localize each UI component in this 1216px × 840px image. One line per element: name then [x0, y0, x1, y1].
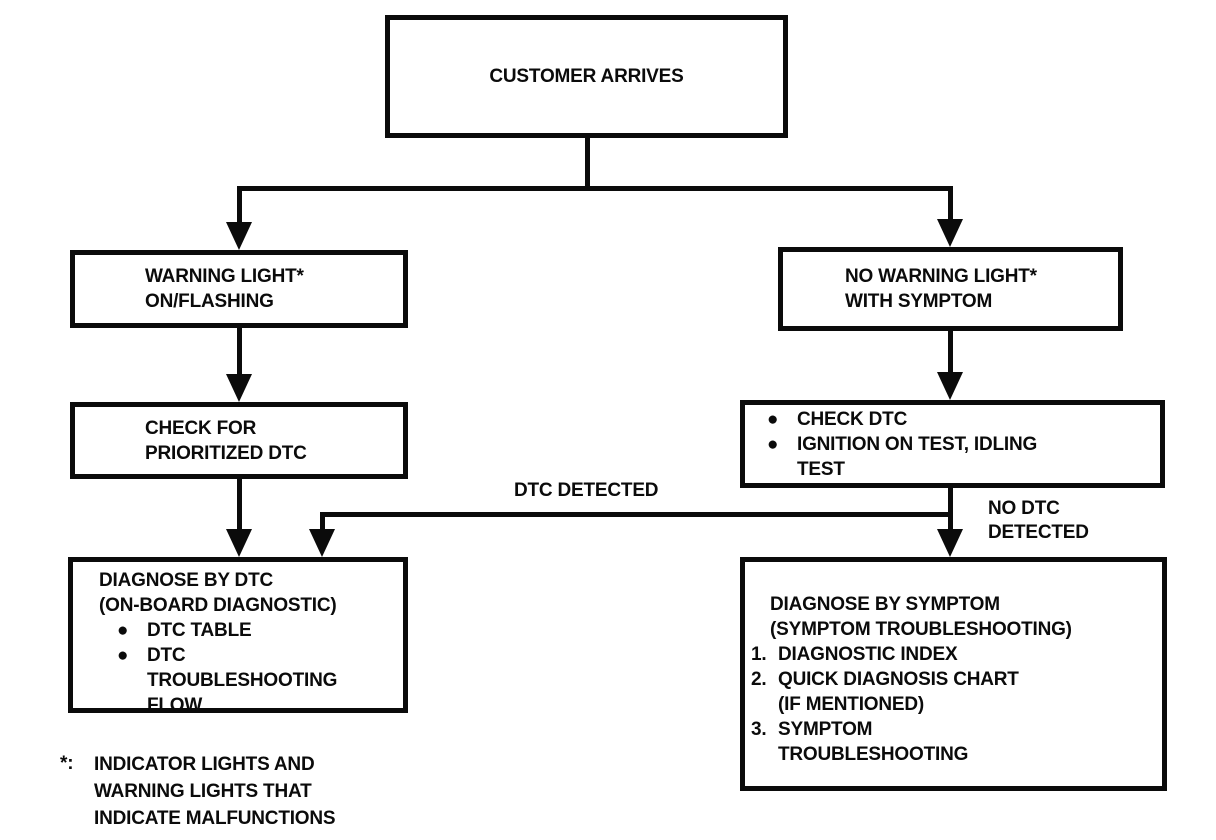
node-diagnose-dtc-title: DIAGNOSE BY DTC — [99, 570, 274, 591]
arrowhead-dtc-detected-branch-icon — [309, 529, 335, 557]
node-diagnose-symptom-title: (SYMPTOM TROUBLESHOOTING) — [770, 619, 1072, 640]
connector-left-drop — [237, 186, 242, 226]
connector-check-to-diagnose-dtc — [237, 479, 242, 531]
numbered-text-line: QUICK DIAGNOSIS CHART — [778, 669, 1019, 690]
numbered-item-diagnostic-index: 1. DIAGNOSTIC INDEX — [751, 642, 1162, 667]
item-number: 1. — [751, 644, 767, 665]
node-check-prioritized-dtc: CHECK FOR PRIORITIZED DTC — [70, 402, 408, 479]
arrowhead-into-check-dtc-icon — [937, 372, 963, 400]
arrowhead-into-warning-light-icon — [226, 222, 252, 250]
footnote: *: INDICATOR LIGHTS AND WARNING LIGHTS T… — [60, 751, 336, 832]
item-number: 2. — [751, 669, 767, 690]
connector-top-vertical — [585, 137, 590, 190]
numbered-text-line: (IF MENTIONED) — [778, 694, 925, 715]
node-no-warning-light: NO WARNING LIGHT* WITH SYMPTOM — [778, 247, 1123, 331]
node-customer-arrives: CUSTOMER ARRIVES — [385, 15, 788, 138]
arrowhead-into-check-prioritized-icon — [226, 374, 252, 402]
node-diagnose-dtc-title: (ON-BOARD DIAGNOSTIC) — [99, 595, 337, 616]
connector-checkdtc-to-symptom — [948, 488, 953, 530]
numbered-text-line: SYMPTOM — [778, 719, 873, 740]
node-check-dtc: ● CHECK DTC ● IGNITION ON TEST, IDLING T… — [740, 400, 1165, 488]
bullet-item-check-dtc: ● CHECK DTC — [767, 407, 1160, 432]
node-diagnose-by-symptom: DIAGNOSE BY SYMPTOM (SYMPTOM TROUBLESHOO… — [740, 557, 1167, 791]
bullet-text-line: DTC TABLE — [147, 620, 252, 641]
bullet-text-line: CHECK DTC — [797, 408, 908, 430]
numbered-text-line: TROUBLESHOOTING — [778, 744, 969, 765]
connector-warning-to-check — [237, 328, 242, 376]
bullet-text-line: TEST — [797, 458, 845, 480]
bullet-text-line: IGNITION ON TEST, IDLING — [797, 433, 1038, 455]
edge-label-no-dtc-line: NO DTC — [988, 498, 1060, 519]
node-diagnose-symptom-title: DIAGNOSE BY SYMPTOM — [770, 594, 1000, 615]
bullet-text-line: FLOW — [147, 695, 203, 716]
connector-dtc-detected-horizontal — [320, 512, 953, 517]
footnote-line: INDICATOR LIGHTS AND — [94, 754, 315, 775]
node-diagnose-by-dtc: DIAGNOSE BY DTC (ON-BOARD DIAGNOSTIC) ● … — [68, 557, 408, 716]
node-no-warning-line: NO WARNING LIGHT* — [845, 266, 1037, 287]
arrowhead-into-diagnose-dtc-icon — [226, 529, 252, 557]
bullet-icon: ● — [117, 620, 129, 641]
connector-right-drop — [948, 186, 953, 222]
bullet-text-line: DTC — [147, 645, 186, 666]
footnote-line: WARNING LIGHTS THAT — [94, 781, 312, 802]
item-number: 3. — [751, 719, 767, 740]
bullet-item-ignition-test: ● IGNITION ON TEST, IDLING TEST — [767, 432, 1160, 482]
connector-dtc-detected-drop — [320, 512, 325, 534]
numbered-item-quick-diagnosis: 2. QUICK DIAGNOSIS CHART (IF MENTIONED) — [751, 667, 1162, 717]
edge-label-no-dtc-line: DETECTED — [988, 522, 1089, 543]
arrowhead-into-diagnose-symptom-icon — [937, 529, 963, 557]
connector-main-horizontal — [237, 186, 953, 191]
bullet-icon: ● — [767, 408, 779, 430]
node-check-prioritized-line: CHECK FOR — [145, 417, 257, 439]
edge-label-no-dtc-detected: NO DTC DETECTED — [988, 497, 1089, 545]
bullet-item-dtc-table: ● DTC TABLE — [99, 618, 403, 643]
arrowhead-into-no-warning-light-icon — [937, 219, 963, 247]
node-warning-light: WARNING LIGHT* ON/FLASHING — [70, 250, 408, 328]
bullet-item-dtc-troubleshooting: ● DTC TROUBLESHOOTING FLOW — [99, 643, 403, 718]
bullet-text-line: TROUBLESHOOTING — [147, 670, 338, 691]
numbered-text-line: DIAGNOSTIC INDEX — [778, 644, 958, 665]
bullet-icon: ● — [767, 433, 779, 455]
node-warning-light-line: WARNING LIGHT* — [145, 266, 304, 287]
node-no-warning-line: WITH SYMPTOM — [845, 291, 993, 312]
footnote-marker: *: — [60, 753, 74, 774]
node-customer-arrives-label: CUSTOMER ARRIVES — [489, 66, 684, 87]
footnote-line: INDICATE MALFUNCTIONS — [94, 808, 336, 829]
edge-label-dtc-detected: DTC DETECTED — [514, 480, 659, 501]
connector-nowarning-to-checkdtc — [948, 330, 953, 375]
bullet-icon: ● — [117, 645, 129, 666]
node-warning-light-line: ON/FLASHING — [145, 291, 274, 312]
numbered-item-symptom-troubleshooting: 3. SYMPTOM TROUBLESHOOTING — [751, 717, 1162, 767]
node-check-prioritized-line: PRIORITIZED DTC — [145, 442, 307, 464]
